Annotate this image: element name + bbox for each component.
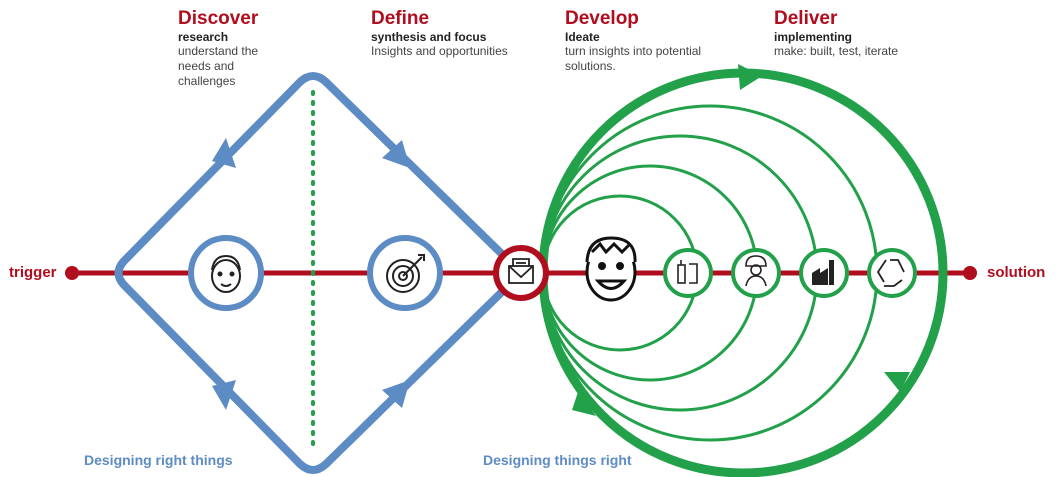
loop-arrow-icon [884, 372, 910, 392]
caption-designing-things-right: Designing things right [483, 452, 632, 468]
phase-title: Deliver [774, 8, 838, 29]
phase-discover: Discover research understand the needs a… [178, 8, 298, 89]
smiling-face-icon [585, 236, 637, 302]
arrow-icon [212, 380, 236, 410]
loop-arrow-icon [572, 392, 596, 416]
phase-description: understand the needs and challenges [178, 44, 259, 88]
worker-node [731, 248, 781, 298]
loop-arrow-icon [738, 64, 762, 90]
recycle-icon [876, 259, 905, 287]
envelope-icon [508, 258, 534, 284]
solution-label: solution [987, 264, 1046, 281]
factory-icon [812, 260, 834, 285]
caption-designing-right-things: Designing right things [84, 452, 233, 468]
brief-node [493, 245, 549, 301]
tools-icon [677, 260, 698, 284]
define-node [367, 235, 443, 311]
trigger-label: trigger [9, 264, 57, 281]
phase-description: make: built, test, iterate [774, 44, 899, 58]
phase-title: Develop [565, 8, 639, 29]
trigger-dot [65, 266, 79, 280]
arrow-icon [382, 380, 410, 408]
recycle-node [867, 248, 917, 298]
phase-description: Insights and opportunities [371, 44, 508, 58]
diamond-outline [114, 72, 519, 474]
phase-subtitle: research [178, 30, 229, 44]
phase-develop: Develop Ideate turn insights into potent… [565, 8, 745, 74]
phase-define: Define synthesis and focus Insights and … [371, 8, 541, 59]
factory-node [799, 248, 849, 298]
solution-dot [963, 266, 977, 280]
phase-subtitle: implementing [774, 30, 853, 44]
worker-icon [745, 255, 767, 287]
tools-node [663, 248, 713, 298]
face-icon [211, 254, 241, 293]
discover-node [188, 235, 264, 311]
phase-description: turn insights into potential solutions. [565, 44, 702, 73]
phase-title: Define [371, 8, 430, 29]
phase-deliver: Deliver implementing make: built, test, … [774, 8, 934, 59]
phase-subtitle: synthesis and focus [371, 30, 487, 44]
phase-title: Discover [178, 8, 259, 29]
arrow-icon [212, 138, 236, 168]
target-icon [386, 254, 425, 293]
phase-subtitle: Ideate [565, 30, 600, 44]
arrow-icon [382, 140, 410, 168]
